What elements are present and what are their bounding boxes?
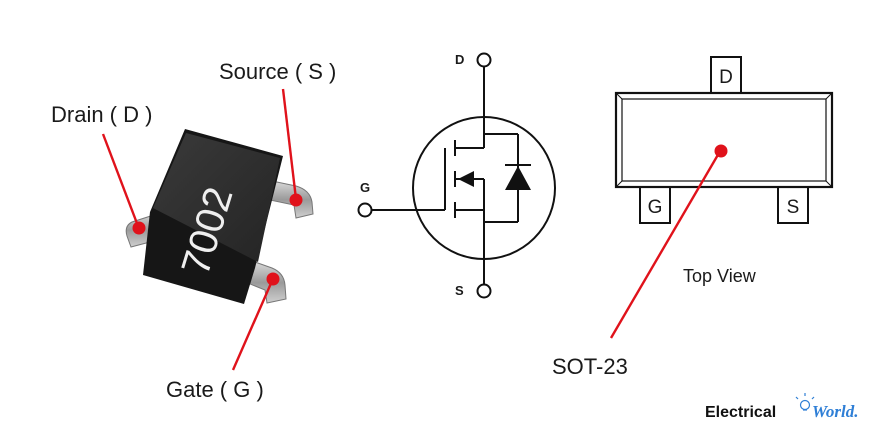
source-terminal — [476, 283, 492, 299]
brand-word-world: World. — [812, 402, 858, 421]
package-drain-pad — [710, 56, 742, 94]
callout-drain — [101, 133, 146, 235]
symbol-source-pin: S — [455, 283, 464, 298]
label-gate: Gate ( G ) — [166, 377, 264, 402]
label-source: Source ( S ) — [219, 59, 336, 84]
label-package: SOT-23 — [552, 354, 628, 379]
mosfet-symbol — [357, 52, 556, 299]
lightbulb-icon — [795, 393, 815, 411]
package-pin-gate: G — [648, 197, 663, 218]
drain-terminal — [476, 52, 492, 68]
package-gate-pad — [639, 186, 671, 224]
package-source-pad — [777, 186, 809, 224]
callout-source — [281, 88, 303, 207]
top-view-label: Top View — [683, 266, 757, 286]
chip-photo: 7002 — [125, 129, 314, 304]
package-pin-drain: D — [719, 67, 733, 88]
package-pin-source: S — [787, 197, 800, 218]
symbol-drain-pin: D — [455, 52, 464, 67]
sot23-top-view — [614, 56, 834, 224]
body-diode — [505, 166, 531, 190]
callout-gate — [231, 272, 280, 371]
package-inner-outline — [621, 98, 827, 182]
gate-terminal — [357, 202, 373, 218]
package-outline — [614, 91, 834, 189]
callout-package — [609, 144, 728, 339]
symbol-gate-pin: G — [360, 180, 370, 195]
brand-word-electrical: Electrical — [705, 404, 776, 421]
label-drain: Drain ( D ) — [51, 102, 152, 127]
brand-logo: Electrical World. — [705, 393, 858, 421]
chip-top-face — [153, 133, 280, 262]
channel-arrow — [458, 171, 474, 187]
